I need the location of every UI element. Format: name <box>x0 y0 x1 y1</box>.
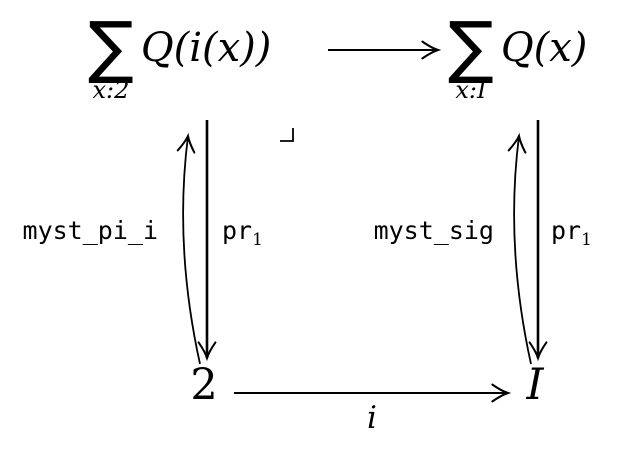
right-up-arrow <box>507 132 532 365</box>
pr-subscript: 1 <box>252 230 263 250</box>
sum-binder-xI: x:I <box>455 76 487 104</box>
right-down-arrow-label: pr1 <box>551 216 592 249</box>
node-I: I <box>526 360 544 410</box>
node-two: 2 <box>190 360 218 410</box>
sum-binder-column: ∑ x:2 <box>88 8 134 104</box>
left-up-arrow-label: myst_pi_i <box>22 216 158 245</box>
pr-text: pr <box>222 216 253 245</box>
pr-subscript: 1 <box>581 230 592 250</box>
sum-binder-column: ∑ x:I <box>448 8 494 104</box>
pullback-corner-icon <box>280 128 294 142</box>
left-down-arrow-label: pr1 <box>222 216 263 249</box>
left-up-arrow <box>176 132 201 365</box>
sigma-icon: ∑ <box>448 8 494 87</box>
node-sum-x2: ∑ x:2 Q(i(x)) <box>88 8 272 104</box>
sum-binder-x2: x:2 <box>92 76 130 104</box>
expression-q-x: Q(x) <box>500 25 588 71</box>
pr-text: pr <box>551 216 582 245</box>
right-up-arrow-label: myst_sig <box>373 216 494 245</box>
sigma-icon: ∑ <box>88 8 134 87</box>
expression-q-i-x: Q(i(x)) <box>140 25 272 71</box>
node-sum-xI: ∑ x:I Q(x) <box>448 8 588 104</box>
bottom-arrow-label: i <box>367 400 377 436</box>
